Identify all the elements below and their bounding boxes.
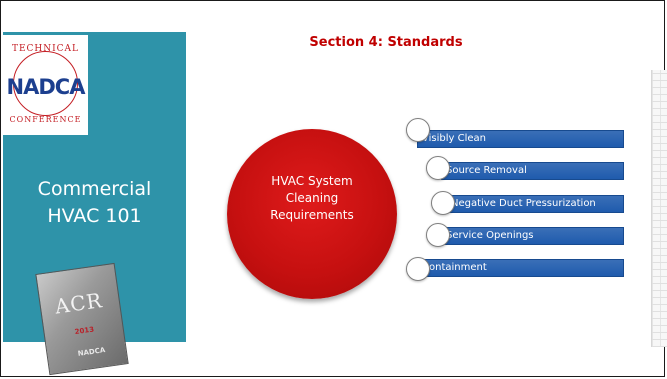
item-bar-service-openings: Service Openings xyxy=(441,227,624,245)
item-label-containment: Containment xyxy=(422,262,487,273)
central-line-2: Cleaning xyxy=(285,191,339,205)
slide-heading: Section 4: Standards xyxy=(309,35,463,50)
logo-bottom-text: CONFERENCE xyxy=(9,115,82,124)
central-circle-text: HVAC System Cleaning Requirements xyxy=(227,173,397,224)
book-year: 2013 xyxy=(74,325,95,337)
item-bar-visibly-clean: Visibly Clean xyxy=(417,130,624,148)
central-line-3: Requirements xyxy=(270,208,354,222)
side-title-line-2: HVAC 101 xyxy=(47,205,142,227)
item-label-source-removal: Source Removal xyxy=(446,165,527,176)
book-brand: NADCA xyxy=(77,346,106,358)
item-label-negative-duct-pressurization: Negative Duct Pressurization xyxy=(451,198,596,209)
item-bar-negative-duct-pressurization: Negative Duct Pressurization xyxy=(446,195,624,213)
logo-brand-text: NADCA xyxy=(6,75,86,99)
item-bubble-service-openings xyxy=(426,223,450,247)
item-bar-source-removal: Source Removal xyxy=(441,162,624,180)
logo-top-text: TECHNICAL xyxy=(11,44,80,54)
side-panel-title: Commercial HVAC 101 xyxy=(3,176,186,230)
item-label-visibly-clean: Visibly Clean xyxy=(422,133,486,144)
central-circle: HVAC System Cleaning Requirements xyxy=(227,129,397,299)
nadca-logo: TECHNICAL NADCA CONFERENCE xyxy=(3,35,88,135)
item-bubble-source-removal xyxy=(426,156,450,180)
item-bar-containment: Containment xyxy=(417,259,624,277)
acr-book-image: ACR 2013 NADCA xyxy=(35,262,129,376)
item-bubble-containment xyxy=(406,257,430,281)
item-bubble-negative-duct-pressurization xyxy=(431,191,455,215)
logo-ring xyxy=(13,51,78,116)
central-line-1: HVAC System xyxy=(271,174,353,188)
book-title: ACR xyxy=(53,288,105,319)
item-bubble-visibly-clean xyxy=(406,118,430,142)
grid-panel xyxy=(651,70,667,347)
item-label-service-openings: Service Openings xyxy=(446,230,534,241)
side-title-line-1: Commercial xyxy=(37,178,152,200)
